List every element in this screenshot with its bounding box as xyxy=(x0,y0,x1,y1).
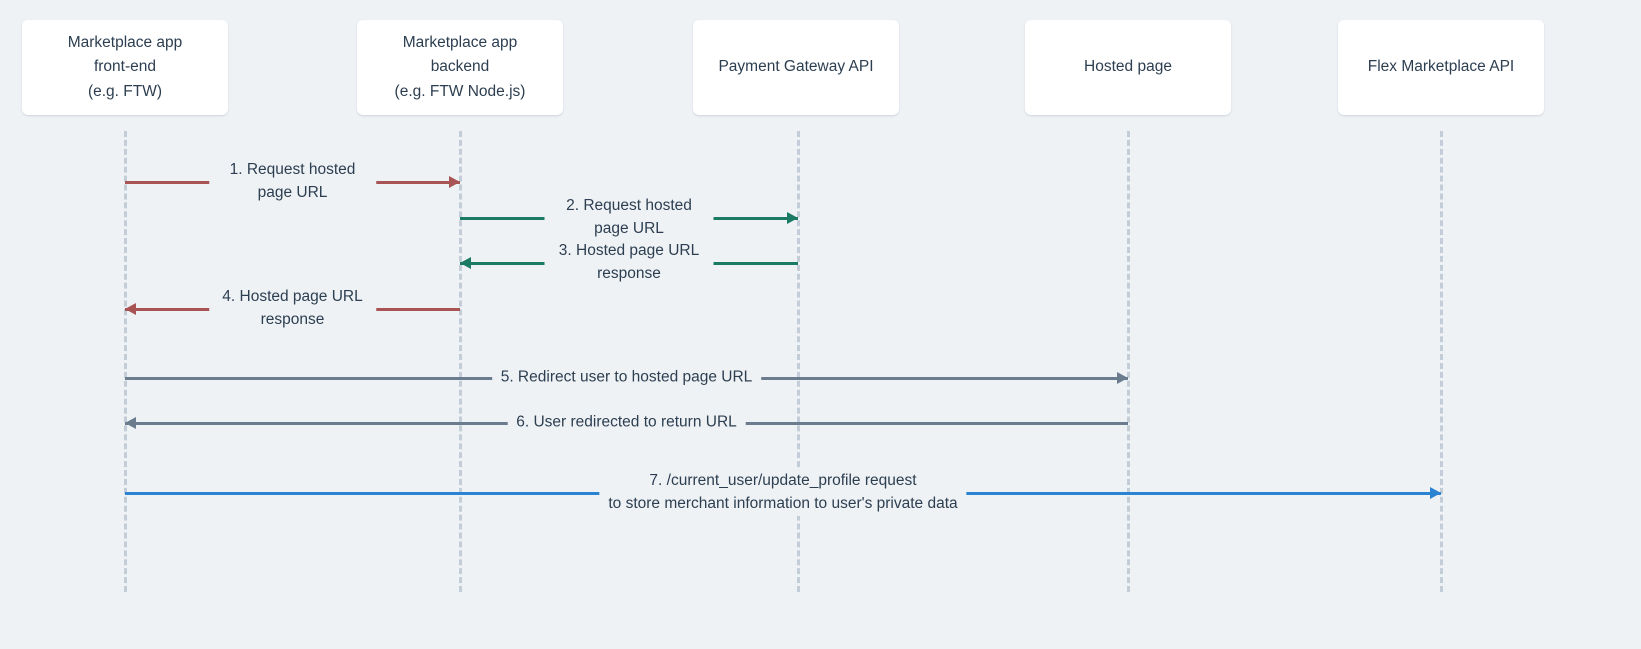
participant-flex: Flex Marketplace API xyxy=(1338,20,1544,115)
arrowhead-right-icon xyxy=(787,211,798,224)
arrowhead-left-icon xyxy=(125,302,136,315)
message-label: 2. Request hosted page URL xyxy=(544,195,714,241)
message-label: 6. User redirected to return URL xyxy=(507,411,746,435)
lifeline-gateway xyxy=(797,131,800,592)
participant-gateway: Payment Gateway API xyxy=(693,20,899,115)
participant-label: Marketplace app front-end (e.g. FTW) xyxy=(67,34,183,100)
participant-label: Marketplace app backend (e.g. FTW Node.j… xyxy=(394,34,526,100)
message-6: 6. User redirected to return URL xyxy=(125,403,1128,443)
message-4: 4. Hosted page URL response xyxy=(125,286,460,332)
message-7: 7. /current_user/update_profile request … xyxy=(125,470,1441,516)
arrowhead-left-icon xyxy=(460,256,471,269)
message-3: 3. Hosted page URL response xyxy=(460,240,798,286)
arrowhead-right-icon xyxy=(1430,486,1441,499)
message-label: 4. Hosted page URL response xyxy=(208,286,377,332)
message-2: 2. Request hosted page URL xyxy=(460,195,798,241)
message-label: 5. Redirect user to hosted page URL xyxy=(491,366,762,390)
arrowhead-left-icon xyxy=(125,416,136,429)
message-5: 5. Redirect user to hosted page URL xyxy=(125,358,1128,398)
participant-label: Flex Marketplace API xyxy=(1367,58,1515,76)
participant-backend: Marketplace app backend (e.g. FTW Node.j… xyxy=(357,20,563,115)
participant-label: Payment Gateway API xyxy=(718,58,874,76)
lifeline-backend xyxy=(459,131,462,592)
arrowhead-right-icon xyxy=(449,175,460,188)
lifeline-hosted xyxy=(1127,131,1130,592)
message-label: 3. Hosted page URL response xyxy=(544,240,714,286)
participant-hosted: Hosted page xyxy=(1025,20,1231,115)
message-1: 1. Request hosted page URL xyxy=(125,159,460,205)
arrowhead-right-icon xyxy=(1117,371,1128,384)
lifeline-flex xyxy=(1440,131,1443,592)
participant-label: Hosted page xyxy=(1084,58,1172,76)
message-label: 1. Request hosted page URL xyxy=(208,159,377,205)
message-label: 7. /current_user/update_profile request … xyxy=(599,470,967,516)
participant-frontend: Marketplace app front-end (e.g. FTW) xyxy=(22,20,228,115)
lifeline-frontend xyxy=(124,131,127,592)
